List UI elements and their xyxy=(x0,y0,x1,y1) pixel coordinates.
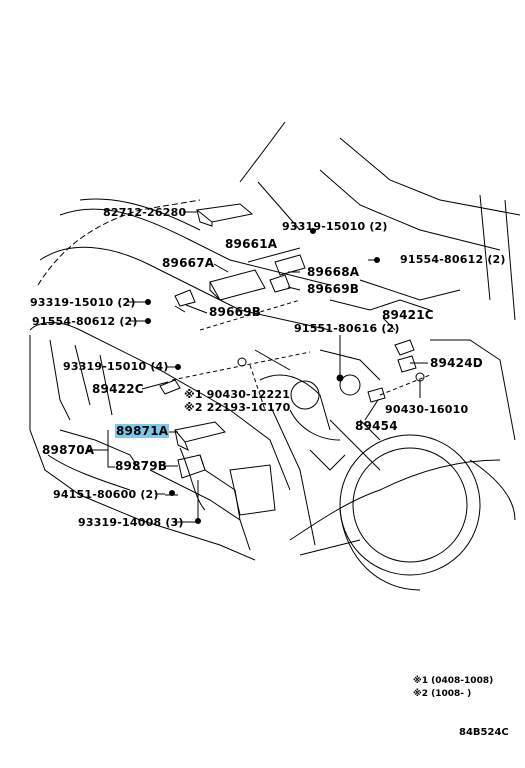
part-label-89422C: 89422C xyxy=(92,382,144,396)
part-label-89667A: 89667A xyxy=(162,256,215,270)
part-label-89668A: 89668A xyxy=(307,265,360,279)
part-label-94151: 94151-80600 (2) xyxy=(53,488,159,501)
part-label-89871A: 89871A xyxy=(115,424,170,438)
footnote-1: ※1 (0408-1008) xyxy=(413,676,494,686)
part-label-89669B-right: 89669B xyxy=(307,282,360,296)
part-label-91551: 91551-80616 (2) xyxy=(294,322,400,335)
part-label-93319-top: 93319-15010 (2) xyxy=(282,220,388,233)
part-label-82712: 82712-26280 xyxy=(103,206,187,219)
part-label-90430-12221: ※1 90430-12221 xyxy=(184,388,291,401)
part-label-90430-16010: 90430-16010 xyxy=(385,403,469,416)
part-label-93319-4: 93319-15010 (4) xyxy=(63,360,169,373)
part-label-89661A: 89661A xyxy=(225,237,278,251)
highlighted-part-89871A: 89871A xyxy=(115,424,170,438)
part-label-91554-right: 91554-80612 (2) xyxy=(400,253,506,266)
part-label-89421C: 89421C xyxy=(382,308,434,322)
part-label-89669B-left: 89669B xyxy=(209,305,262,319)
part-label-93319-left: 93319-15010 (2) xyxy=(30,296,136,309)
part-label-89879B: 89879B xyxy=(115,459,168,473)
diagram-code: 84B524C xyxy=(459,727,509,738)
part-label-89424D: 89424D xyxy=(430,356,483,370)
part-label-91554-left: 91554-80612 (2) xyxy=(32,315,138,328)
part-label-93319-14008: 93319-14008 (3) xyxy=(78,516,184,529)
part-label-89870A: 89870A xyxy=(42,443,95,457)
part-label-89454: 89454 xyxy=(355,419,398,433)
part-label-22193: ※2 22193-1C170 xyxy=(184,401,291,414)
footnote-2: ※2 (1008- ) xyxy=(413,689,472,699)
